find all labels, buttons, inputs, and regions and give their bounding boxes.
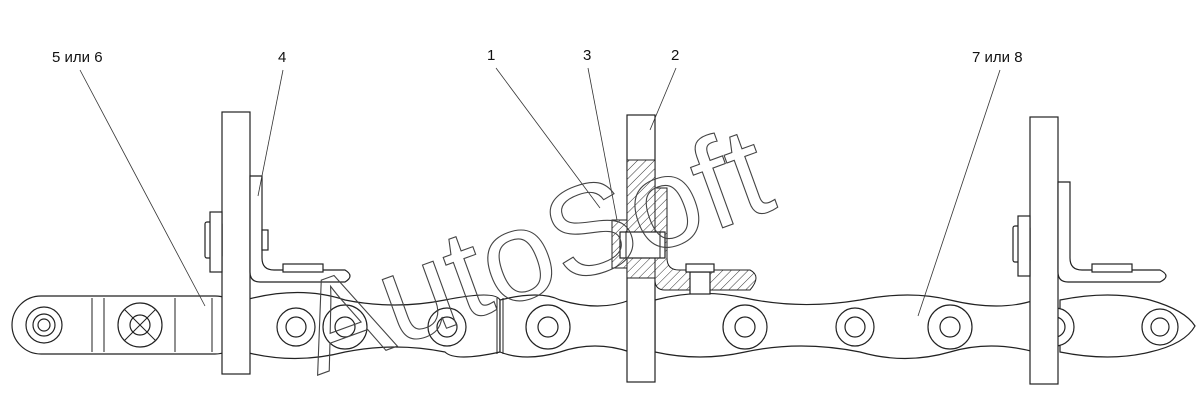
chain-links	[244, 291, 1196, 360]
roller-chain	[11, 291, 1196, 360]
chain-end-plate	[11, 295, 245, 355]
callout-label-4: 4	[278, 49, 286, 66]
left-scraper-assembly	[204, 111, 351, 375]
leader-line-7-or-8	[917, 69, 1001, 317]
leader-line-2	[649, 67, 677, 131]
middle-angle-bracket	[654, 187, 757, 291]
callout-label-3: 3	[583, 47, 591, 64]
leader-line-1	[495, 67, 601, 209]
callout-label-1: 1	[487, 47, 495, 64]
leader-line-3	[587, 67, 618, 221]
callout-label-7-or-8: 7 или 8	[972, 49, 1023, 66]
leader-line-5-or-6	[79, 69, 206, 307]
callout-labels: 5 или 6 4 1 3 2 7 или 8	[52, 47, 1023, 66]
left-scraper-plate	[221, 111, 251, 375]
callout-label-5-or-6: 5 или 6	[52, 49, 103, 66]
right-angle-bracket	[1057, 181, 1167, 283]
callout-label-2: 2	[671, 47, 679, 64]
right-scraper-plate	[1029, 116, 1059, 385]
leader-lines	[79, 67, 1001, 317]
middle-scraper-assembly	[611, 114, 757, 383]
leader-line-4	[257, 69, 284, 197]
right-scraper-assembly	[1012, 116, 1167, 385]
